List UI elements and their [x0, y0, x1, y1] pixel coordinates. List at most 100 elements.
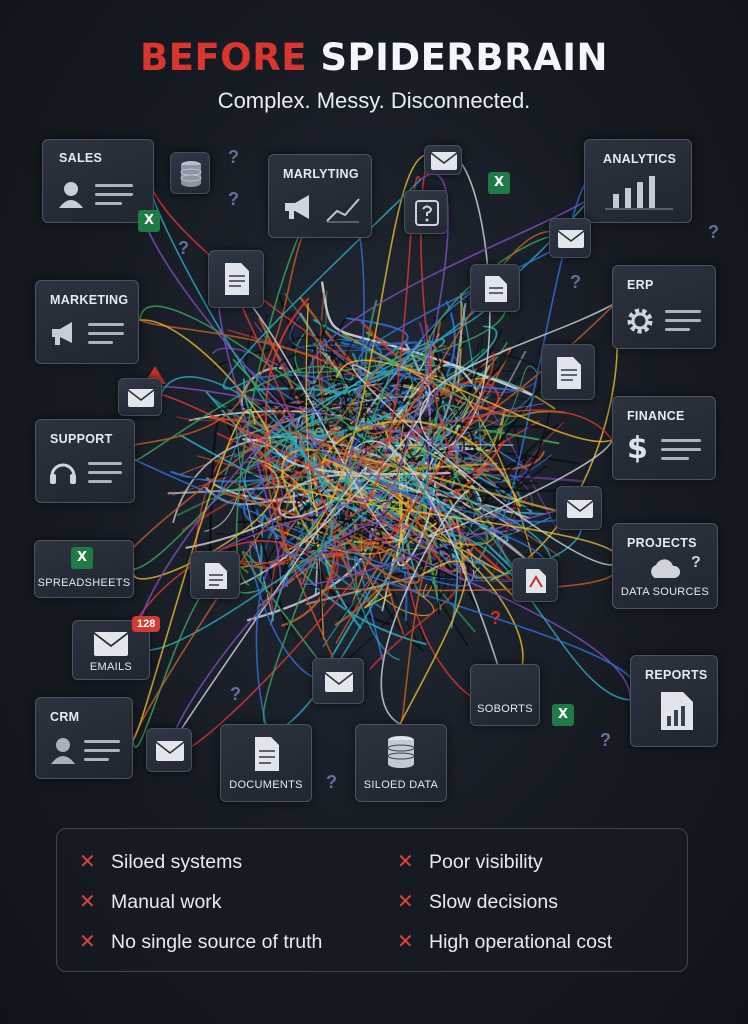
problem-item: ✕Siloed systems: [79, 849, 243, 873]
envelope-icon: [127, 389, 155, 407]
megaphone-icon: [285, 195, 309, 219]
card-spreadsheets-label: SPREADSHEETS: [37, 577, 131, 589]
close-icon: ✕: [79, 889, 96, 913]
wire: [229, 279, 410, 541]
card-emails[interactable]: EMAILS: [72, 620, 150, 680]
question-doc-icon: [415, 200, 439, 226]
text-lines-icon: [665, 310, 701, 337]
card-soborts[interactable]: SOBORTS: [470, 664, 540, 726]
pdf-document-icon: [485, 276, 507, 302]
wire: [342, 332, 567, 418]
question-icon: ?: [570, 272, 581, 292]
close-icon: ✕: [79, 849, 96, 873]
close-icon: ✕: [397, 849, 414, 873]
card-projects[interactable]: PROJECTS ? DATA SOURCES: [612, 523, 718, 609]
email-tile: [146, 728, 192, 772]
card-support[interactable]: SUPPORT: [35, 419, 135, 503]
problems-panel: ✕Siloed systems ✕Poor visibility ✕Manual…: [56, 828, 688, 972]
user-icon: [51, 738, 75, 764]
text-lines-icon: [84, 740, 120, 767]
card-erp[interactable]: ERP: [612, 265, 716, 349]
card-marketing-top-label: MARLYTING: [283, 167, 359, 181]
question-icon: ?: [490, 608, 501, 628]
cloud-icon: [651, 559, 681, 578]
card-documents[interactable]: DOCUMENTS: [220, 724, 312, 802]
card-siloed-data[interactable]: SILOED DATA: [355, 724, 447, 802]
card-sales[interactable]: SALES: [42, 139, 154, 223]
card-marketing-top[interactable]: MARLYTING: [268, 154, 372, 238]
wire: [167, 466, 368, 751]
wire: [133, 417, 351, 570]
wire: [134, 365, 345, 462]
database-icon: [387, 736, 415, 768]
email-tile: [424, 145, 462, 175]
document-icon: [557, 357, 581, 389]
wire: [149, 395, 471, 651]
wire: [364, 433, 540, 511]
megaphone-icon: [52, 322, 72, 345]
pdf-document-icon: [526, 569, 546, 593]
card-marketing[interactable]: MARKETING: [35, 280, 139, 364]
wire: [359, 230, 571, 435]
wire: [159, 376, 333, 545]
question-icon: ?: [600, 730, 611, 750]
help-doc-tile: [404, 190, 448, 234]
email-tile: [118, 378, 162, 416]
envelope-icon: [93, 632, 129, 656]
close-icon: ✕: [397, 929, 414, 953]
card-analytics-label: ANALYTICS: [603, 152, 677, 166]
card-crm[interactable]: CRM: [35, 697, 133, 779]
card-finance[interactable]: FINANCE $: [612, 396, 716, 480]
card-documents-label: DOCUMENTS: [229, 779, 303, 791]
wire: [333, 459, 496, 546]
wire: [367, 173, 449, 541]
card-soborts-label: SOBORTS: [477, 703, 533, 715]
card-siloed-data-label: SILOED DATA: [363, 779, 439, 791]
page-title: BEFORE SPIDERBRAIN: [0, 36, 748, 79]
card-spreadsheets[interactable]: X SPREADSHEETS: [34, 540, 134, 598]
wire: [442, 533, 631, 701]
envelope-icon: [324, 672, 354, 692]
envelope-icon: [557, 230, 585, 248]
wire: [132, 409, 256, 741]
problem-item: ✕No single source of truth: [79, 929, 323, 953]
bar-chart-icon: [605, 176, 673, 210]
report-document-icon: [661, 692, 693, 730]
card-sales-label: SALES: [59, 151, 103, 165]
wire: [281, 448, 579, 568]
gear-icon: [627, 308, 653, 334]
user-icon: [59, 182, 83, 208]
wire: [256, 508, 637, 701]
database-tile: [170, 152, 210, 194]
email-tile: [549, 218, 591, 258]
document-tile: [470, 264, 520, 312]
wire: [216, 297, 310, 569]
wire: [399, 523, 466, 725]
card-reports[interactable]: REPORTS: [630, 655, 718, 747]
page-subtitle: Complex. Messy. Disconnected.: [217, 88, 531, 113]
title-before: BEFORE: [140, 36, 307, 79]
wire: [132, 464, 280, 580]
envelope-icon: [155, 741, 185, 761]
card-emails-label: EMAILS: [89, 661, 133, 673]
document-icon: [225, 263, 249, 295]
problem-item: ✕Manual work: [79, 889, 222, 913]
wire: [280, 463, 618, 566]
wire: [262, 347, 399, 725]
problem-item: ✕High operational cost: [397, 929, 613, 953]
wire: [280, 404, 350, 536]
wire-group: [120, 153, 637, 756]
text-lines-icon: [661, 439, 701, 466]
chart-icon: [326, 198, 360, 223]
close-icon: ✕: [397, 889, 414, 913]
database-icon: [180, 161, 202, 187]
wire: [360, 516, 631, 701]
card-marketing-label: MARKETING: [50, 293, 129, 307]
card-analytics[interactable]: ANALYTICS: [584, 139, 692, 223]
wire: [157, 393, 374, 526]
card-data-sources-label: DATA SOURCES: [620, 586, 710, 598]
question-icon: ?: [230, 684, 241, 704]
wire: [299, 508, 571, 585]
wire: [399, 560, 467, 725]
wire: [305, 440, 505, 556]
